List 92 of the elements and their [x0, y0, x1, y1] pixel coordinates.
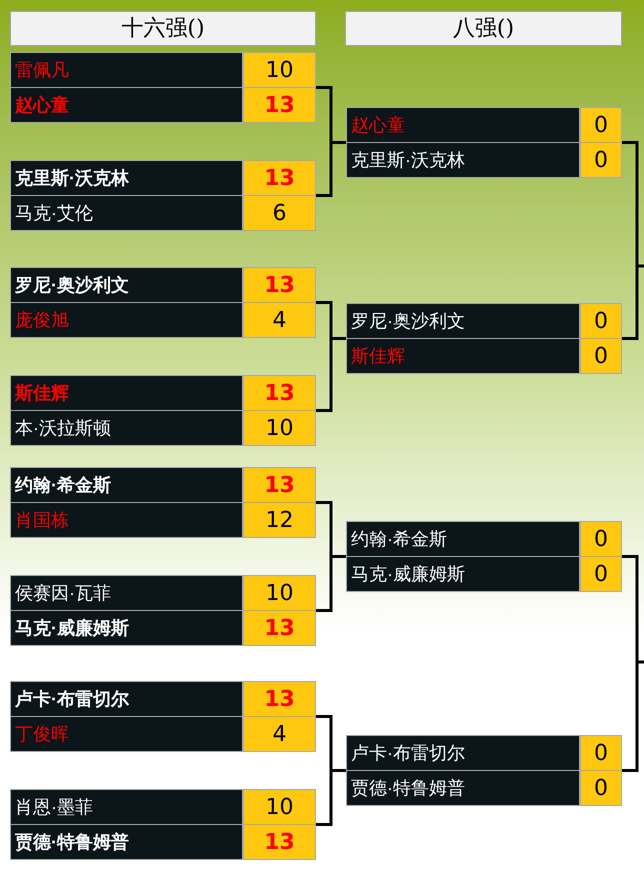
- round-header: 十六强(): [10, 11, 316, 46]
- player-row: [11, 503, 315, 537]
- match-frame: [10, 375, 316, 446]
- player-name: 肖恩·墨菲: [15, 796, 93, 818]
- player-name: 贾德·特鲁姆普: [351, 777, 465, 799]
- player-row: [11, 825, 315, 859]
- player-name: 约翰·希金斯: [15, 474, 111, 496]
- player-row: [11, 303, 315, 337]
- player-row: [347, 736, 621, 770]
- score-cell: 10: [242, 790, 315, 824]
- player-name: 赵心童: [15, 94, 69, 116]
- player-name: 马克·威廉姆斯: [351, 563, 465, 585]
- player-name: 克里斯·沃克林: [351, 149, 465, 171]
- score-cell: 13: [242, 376, 315, 410]
- match-frame: [346, 107, 622, 178]
- player-row: [347, 771, 621, 805]
- player-name: 罗尼·奥沙利文: [15, 274, 129, 296]
- score-cell: 10: [242, 53, 315, 87]
- player-row: [11, 268, 315, 302]
- match-frame: [10, 267, 316, 338]
- player-row: [347, 339, 621, 373]
- player-row: [11, 576, 315, 610]
- player-name: 侯赛因·瓦菲: [15, 582, 111, 604]
- score-cell: 13: [242, 268, 315, 302]
- match-frame: [10, 467, 316, 538]
- match-frame: [346, 521, 622, 592]
- player-row: [11, 682, 315, 716]
- player-name: 约翰·希金斯: [351, 528, 447, 550]
- bracket-line: [316, 141, 346, 197]
- match-frame: [346, 735, 622, 806]
- score-cell: 13: [242, 161, 315, 195]
- score-cell: 0: [579, 108, 621, 142]
- score-cell: 0: [579, 771, 621, 805]
- player-row: [347, 304, 621, 338]
- player-row: [347, 522, 621, 556]
- match-frame: [10, 575, 316, 646]
- player-name: 丁俊晖: [15, 723, 69, 745]
- player-name: 庞俊旭: [15, 309, 69, 331]
- match-frame: [10, 681, 316, 752]
- player-name: 斯佳辉: [15, 382, 69, 404]
- match-frame: [10, 789, 316, 860]
- bracket-line: [622, 660, 644, 772]
- player-name: 雷佩凡: [15, 59, 69, 81]
- player-name: 贾德·特鲁姆普: [15, 831, 129, 853]
- player-row: [347, 557, 621, 591]
- player-row: [11, 88, 315, 122]
- bracket-line: [316, 555, 346, 612]
- match-frame: [10, 160, 316, 231]
- player-row: [11, 468, 315, 502]
- player-name: 马克·艾伦: [15, 202, 93, 224]
- player-name: 克里斯·沃克林: [15, 167, 129, 189]
- score-cell: 0: [579, 736, 621, 770]
- player-row: [11, 717, 315, 751]
- score-cell: 4: [242, 303, 315, 337]
- bracket-line: [316, 769, 346, 826]
- player-row: [11, 53, 315, 87]
- score-cell: 6: [242, 196, 315, 230]
- player-row: [11, 161, 315, 195]
- score-cell: 0: [579, 304, 621, 338]
- player-name: 斯佳辉: [351, 345, 405, 367]
- score-cell: 13: [242, 825, 315, 859]
- score-cell: 0: [579, 522, 621, 556]
- round-header: 八强(): [345, 11, 622, 46]
- player-row: [11, 376, 315, 410]
- player-name: 马克·威廉姆斯: [15, 617, 129, 639]
- player-row: [11, 196, 315, 230]
- score-cell: 0: [579, 557, 621, 591]
- player-name: 本·沃拉斯顿: [15, 417, 111, 439]
- score-cell: 13: [242, 682, 315, 716]
- score-cell: 10: [242, 411, 315, 445]
- bracket-line: [622, 264, 644, 340]
- score-cell: 13: [242, 611, 315, 645]
- score-cell: 13: [242, 468, 315, 502]
- player-row: [11, 411, 315, 445]
- player-name: 肖国栋: [15, 509, 69, 531]
- match-frame: [346, 303, 622, 374]
- score-cell: 10: [242, 576, 315, 610]
- player-row: [347, 143, 621, 177]
- player-name: 卢卡·布雷切尔: [15, 688, 129, 710]
- score-cell: 0: [579, 143, 621, 177]
- player-name: 卢卡·布雷切尔: [351, 742, 465, 764]
- score-cell: 4: [242, 717, 315, 751]
- match-frame: [10, 52, 316, 123]
- bracket-line: [316, 337, 346, 412]
- player-row: [11, 611, 315, 645]
- score-cell: 0: [579, 339, 621, 373]
- player-name: 罗尼·奥沙利文: [351, 310, 465, 332]
- score-cell: 13: [242, 88, 315, 122]
- score-cell: 12: [242, 503, 315, 537]
- player-row: [11, 790, 315, 824]
- player-name: 赵心童: [351, 114, 405, 136]
- player-row: [347, 108, 621, 142]
